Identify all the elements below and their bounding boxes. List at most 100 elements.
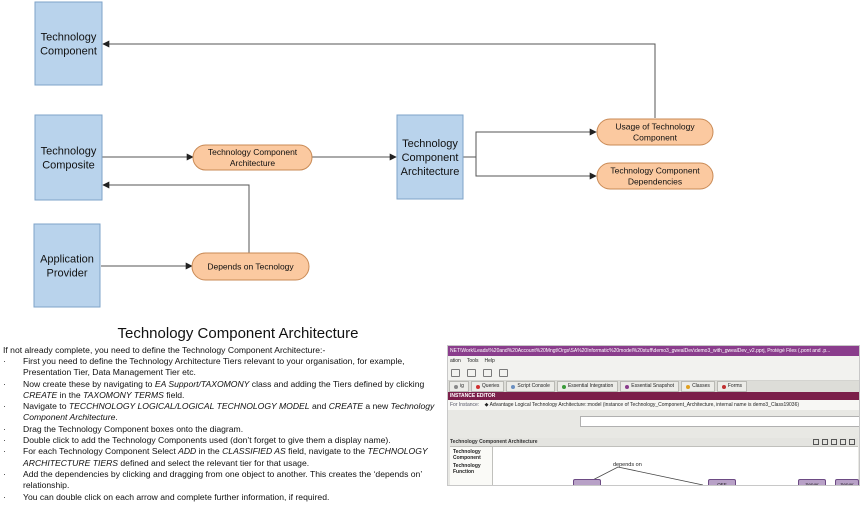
tab[interactable]: ig <box>449 381 469 392</box>
tab-label: Queries <box>481 383 500 389</box>
pill-label-line: Dependencies <box>628 177 682 187</box>
menu-item[interactable]: Tools <box>466 358 479 364</box>
menu-item[interactable]: ation <box>450 358 461 364</box>
bullet: · <box>3 468 6 479</box>
pill-depends-on[interactable]: Depends on Tecnology <box>191 252 310 281</box>
step-text: a new <box>362 401 391 412</box>
box-label-line: Provider <box>47 268 88 280</box>
undo-icon[interactable] <box>483 369 492 377</box>
connector-depends-to-composite[interactable] <box>102 181 250 253</box>
step-emphasis: ADD <box>178 446 197 457</box>
step-item: ·First you need to define the Technology… <box>3 356 438 379</box>
tab[interactable]: Queries <box>470 381 505 392</box>
redo-icon[interactable] <box>499 369 508 377</box>
step-item: ·For each Technology Component Select AD… <box>3 446 438 469</box>
name-field[interactable] <box>580 416 859 427</box>
tab-label: Script Console <box>517 383 550 389</box>
step-text: defined and select the relevant tier for… <box>118 457 310 468</box>
palette-item[interactable]: Technology Function <box>453 463 481 475</box>
step-text: field, navigate to the <box>285 446 368 457</box>
step-emphasis: CLASSIFIED AS <box>222 446 286 457</box>
tab-icon <box>561 384 566 389</box>
step-text: First you need to define the Technology … <box>23 356 405 378</box>
tab[interactable]: Script Console <box>506 381 555 392</box>
menu-item[interactable]: Help <box>484 358 495 364</box>
canvas-node[interactable]: Server <box>835 479 859 485</box>
canvas-node[interactable]: Server <box>798 479 826 485</box>
panel-title: Technology Component Architecture <box>450 439 538 445</box>
open-icon[interactable] <box>451 369 460 377</box>
tab-icon <box>511 384 516 389</box>
step-emphasis: TECHNOLOGY ARCHITECTURE TIERS <box>23 446 428 468</box>
save-icon[interactable] <box>467 369 476 377</box>
tab[interactable]: Classes <box>681 381 715 392</box>
step-text: class and adding the Tiers defined by cl… <box>249 378 425 389</box>
tab-bar: ig Queries Script Console Essential Integra… <box>448 381 859 392</box>
step-item: ·Now create these by navigating to EA Su… <box>3 379 438 402</box>
tab[interactable]: Forms <box>716 381 748 392</box>
connector-box-to-dependencies[interactable] <box>475 157 597 180</box>
doc-intro: If not already complete, you need to def… <box>3 345 326 355</box>
bullet: · <box>3 423 6 434</box>
diagram-panel-header: Technology Component Architecture <box>450 438 858 447</box>
instance-row: For Instance: ◆ Advantage Logical Techno… <box>448 400 859 410</box>
menu-bar: ation Tools Help <box>448 356 859 366</box>
step-emphasis: TAXOMONY TERMS <box>83 389 164 400</box>
tab[interactable]: Essential Snapshot <box>620 381 680 392</box>
tab-icon <box>721 384 726 389</box>
delete-icon[interactable] <box>840 439 846 445</box>
step-emphasis: CREATE <box>328 401 363 412</box>
step-text: field. <box>163 389 185 400</box>
step-item: ·You can double click on each arrow and … <box>3 492 438 503</box>
step-item: · Drag the Technology Component boxes on… <box>3 424 438 435</box>
step-item: ·Add the dependencies by clicking and dr… <box>3 469 438 492</box>
canvas-node[interactable] <box>573 479 601 485</box>
step-text: For each Technology Component Select <box>23 446 179 457</box>
tab-label: Essential Snapshot <box>631 383 675 389</box>
palette-item[interactable]: Technology Component <box>453 449 481 461</box>
box-label-line: Technology <box>41 32 97 44</box>
box-label-line: Technology <box>402 138 458 150</box>
step-emphasis: CREATE <box>23 389 58 400</box>
box-label-line: Composite <box>42 160 95 172</box>
zoom-out-icon[interactable] <box>822 439 828 445</box>
pill-label-line: Component <box>633 133 678 143</box>
step-emphasis: EA Support/TAXOMONY <box>154 378 250 389</box>
close-icon[interactable] <box>849 439 855 445</box>
step-item: ·Navigate to TECCHNOLOGY LOGICAL/LOGICAL… <box>3 401 438 424</box>
connector-box-to-usage[interactable] <box>462 128 597 158</box>
box-label-line: Application <box>40 254 94 266</box>
zoom-in-icon[interactable] <box>813 439 819 445</box>
diamond-icon: ◆ <box>484 402 489 408</box>
tab-icon <box>454 384 458 389</box>
tab-label: Essential Integration <box>567 383 614 389</box>
pill-label-line: Technology Component <box>208 147 298 157</box>
box-label-line: Architecture <box>401 166 460 178</box>
step-emphasis: TECCHNOLOGY LOGICAL/LOGICAL TECHNOLOGY M… <box>68 401 310 412</box>
tab-label: Classes <box>692 383 710 389</box>
step-text: . <box>115 412 118 423</box>
toolbar <box>448 366 859 381</box>
tab-label: ig <box>460 383 464 389</box>
instruction-steps: · First you need to define the Technology… <box>3 356 438 503</box>
connector-usage-to-component[interactable] <box>102 40 656 118</box>
step-item: ·Double click to add the Technology Comp… <box>3 435 438 446</box>
tab[interactable]: Essential Integration <box>556 381 619 392</box>
step-text: Drag the Technology Component boxes onto… <box>23 423 244 434</box>
step-text: Now create these by navigating to <box>23 378 155 389</box>
pill-label-line: Usage of Technology <box>615 122 695 132</box>
layout-icon[interactable] <box>831 439 837 445</box>
canvas-node[interactable]: OEE <box>708 479 736 485</box>
instance-detail: (instance of Technology_Component_Archit… <box>602 402 800 408</box>
protege-screenshot: NET\Work\Leads\%20and%20Account%20Mngt\O… <box>447 345 860 486</box>
tab-icon <box>625 384 630 389</box>
